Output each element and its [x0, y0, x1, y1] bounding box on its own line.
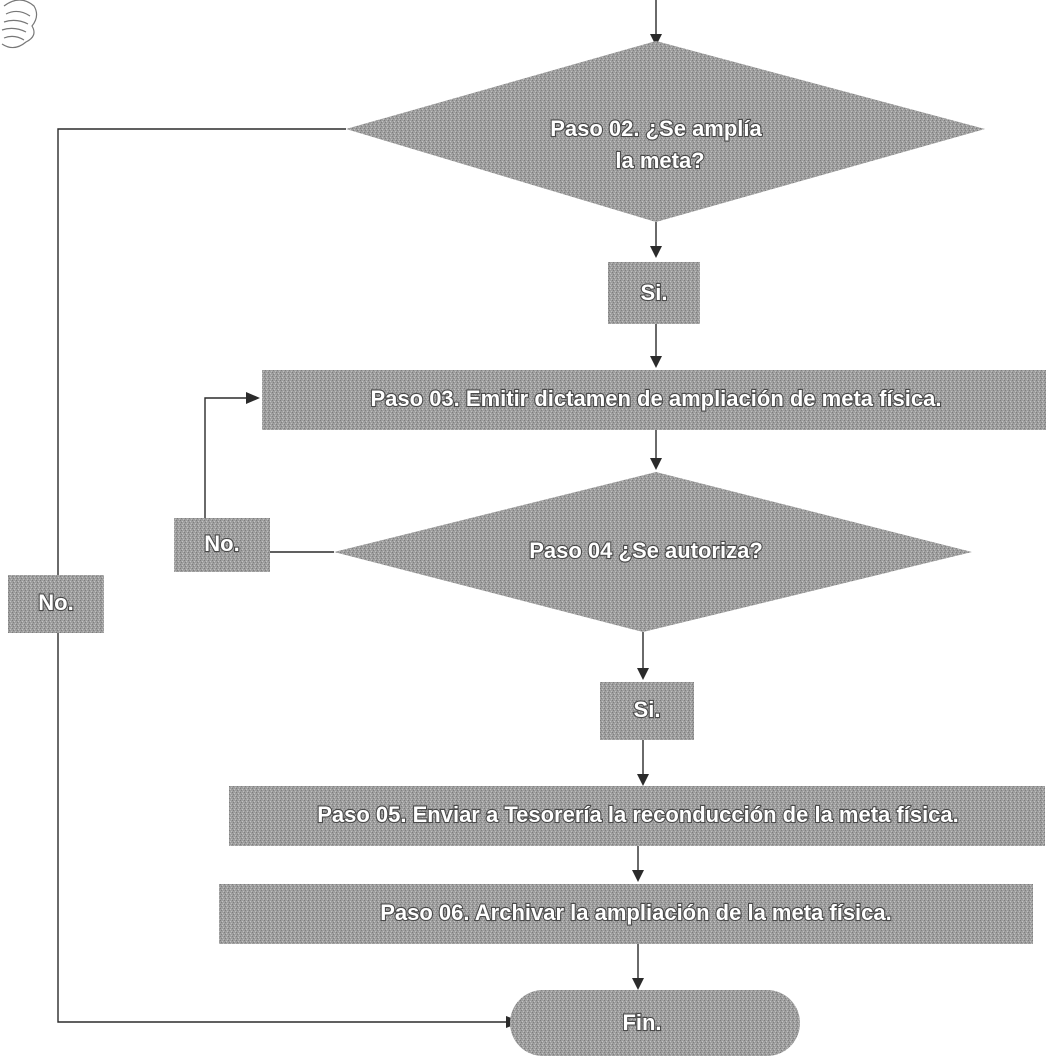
decision-paso-02-line2: la meta?: [615, 148, 704, 173]
arrow-icon: [650, 356, 662, 368]
no-label: No.: [38, 590, 73, 615]
process-paso-06-label: Paso 06. Archivar la ampliación de la me…: [380, 900, 892, 925]
no-box-paso-02: No.: [8, 575, 104, 633]
terminator-fin: Fin.: [510, 990, 800, 1056]
connector-decision-02-to-no: [57, 128, 346, 575]
terminator-fin-label: Fin.: [622, 1010, 661, 1035]
decision-paso-02-line1: Paso 02. ¿Se amplía: [550, 116, 762, 141]
arrow-icon: [650, 34, 662, 46]
arrow-icon: [632, 978, 644, 990]
arrow-icon: [632, 870, 644, 882]
decision-paso-02: Paso 02. ¿Se amplía la meta?: [346, 41, 985, 222]
connector-no-to-end: [57, 633, 508, 1023]
process-paso-05: Paso 05. Enviar a Tesorería la reconducc…: [229, 786, 1045, 846]
arrow-icon: [650, 458, 662, 470]
yes-label: Si.: [634, 697, 661, 722]
process-paso-03-label: Paso 03. Emitir dictamen de ampliación d…: [371, 386, 942, 411]
decision-paso-04-label: Paso 04 ¿Se autoriza?: [529, 538, 763, 563]
no-label: No.: [204, 531, 239, 556]
arrow-icon: [637, 774, 649, 786]
process-paso-05-label: Paso 05. Enviar a Tesorería la reconducc…: [317, 802, 959, 827]
connectors: [57, 0, 662, 1028]
no-box-paso-04: No.: [174, 518, 270, 572]
yes-box-paso-02: Si.: [608, 262, 700, 324]
process-paso-06: Paso 06. Archivar la ampliación de la me…: [219, 884, 1033, 944]
yes-label: Si.: [641, 280, 668, 305]
arrow-icon: [650, 246, 662, 258]
decision-paso-04: Paso 04 ¿Se autoriza?: [334, 472, 972, 632]
logo-mark: [1, 0, 38, 49]
process-paso-03: Paso 03. Emitir dictamen de ampliación d…: [262, 370, 1046, 430]
connector-no-loop-to-step-03: [204, 397, 248, 518]
yes-box-paso-04: Si.: [600, 682, 694, 740]
arrow-icon: [637, 668, 649, 680]
arrow-icon: [246, 392, 260, 404]
